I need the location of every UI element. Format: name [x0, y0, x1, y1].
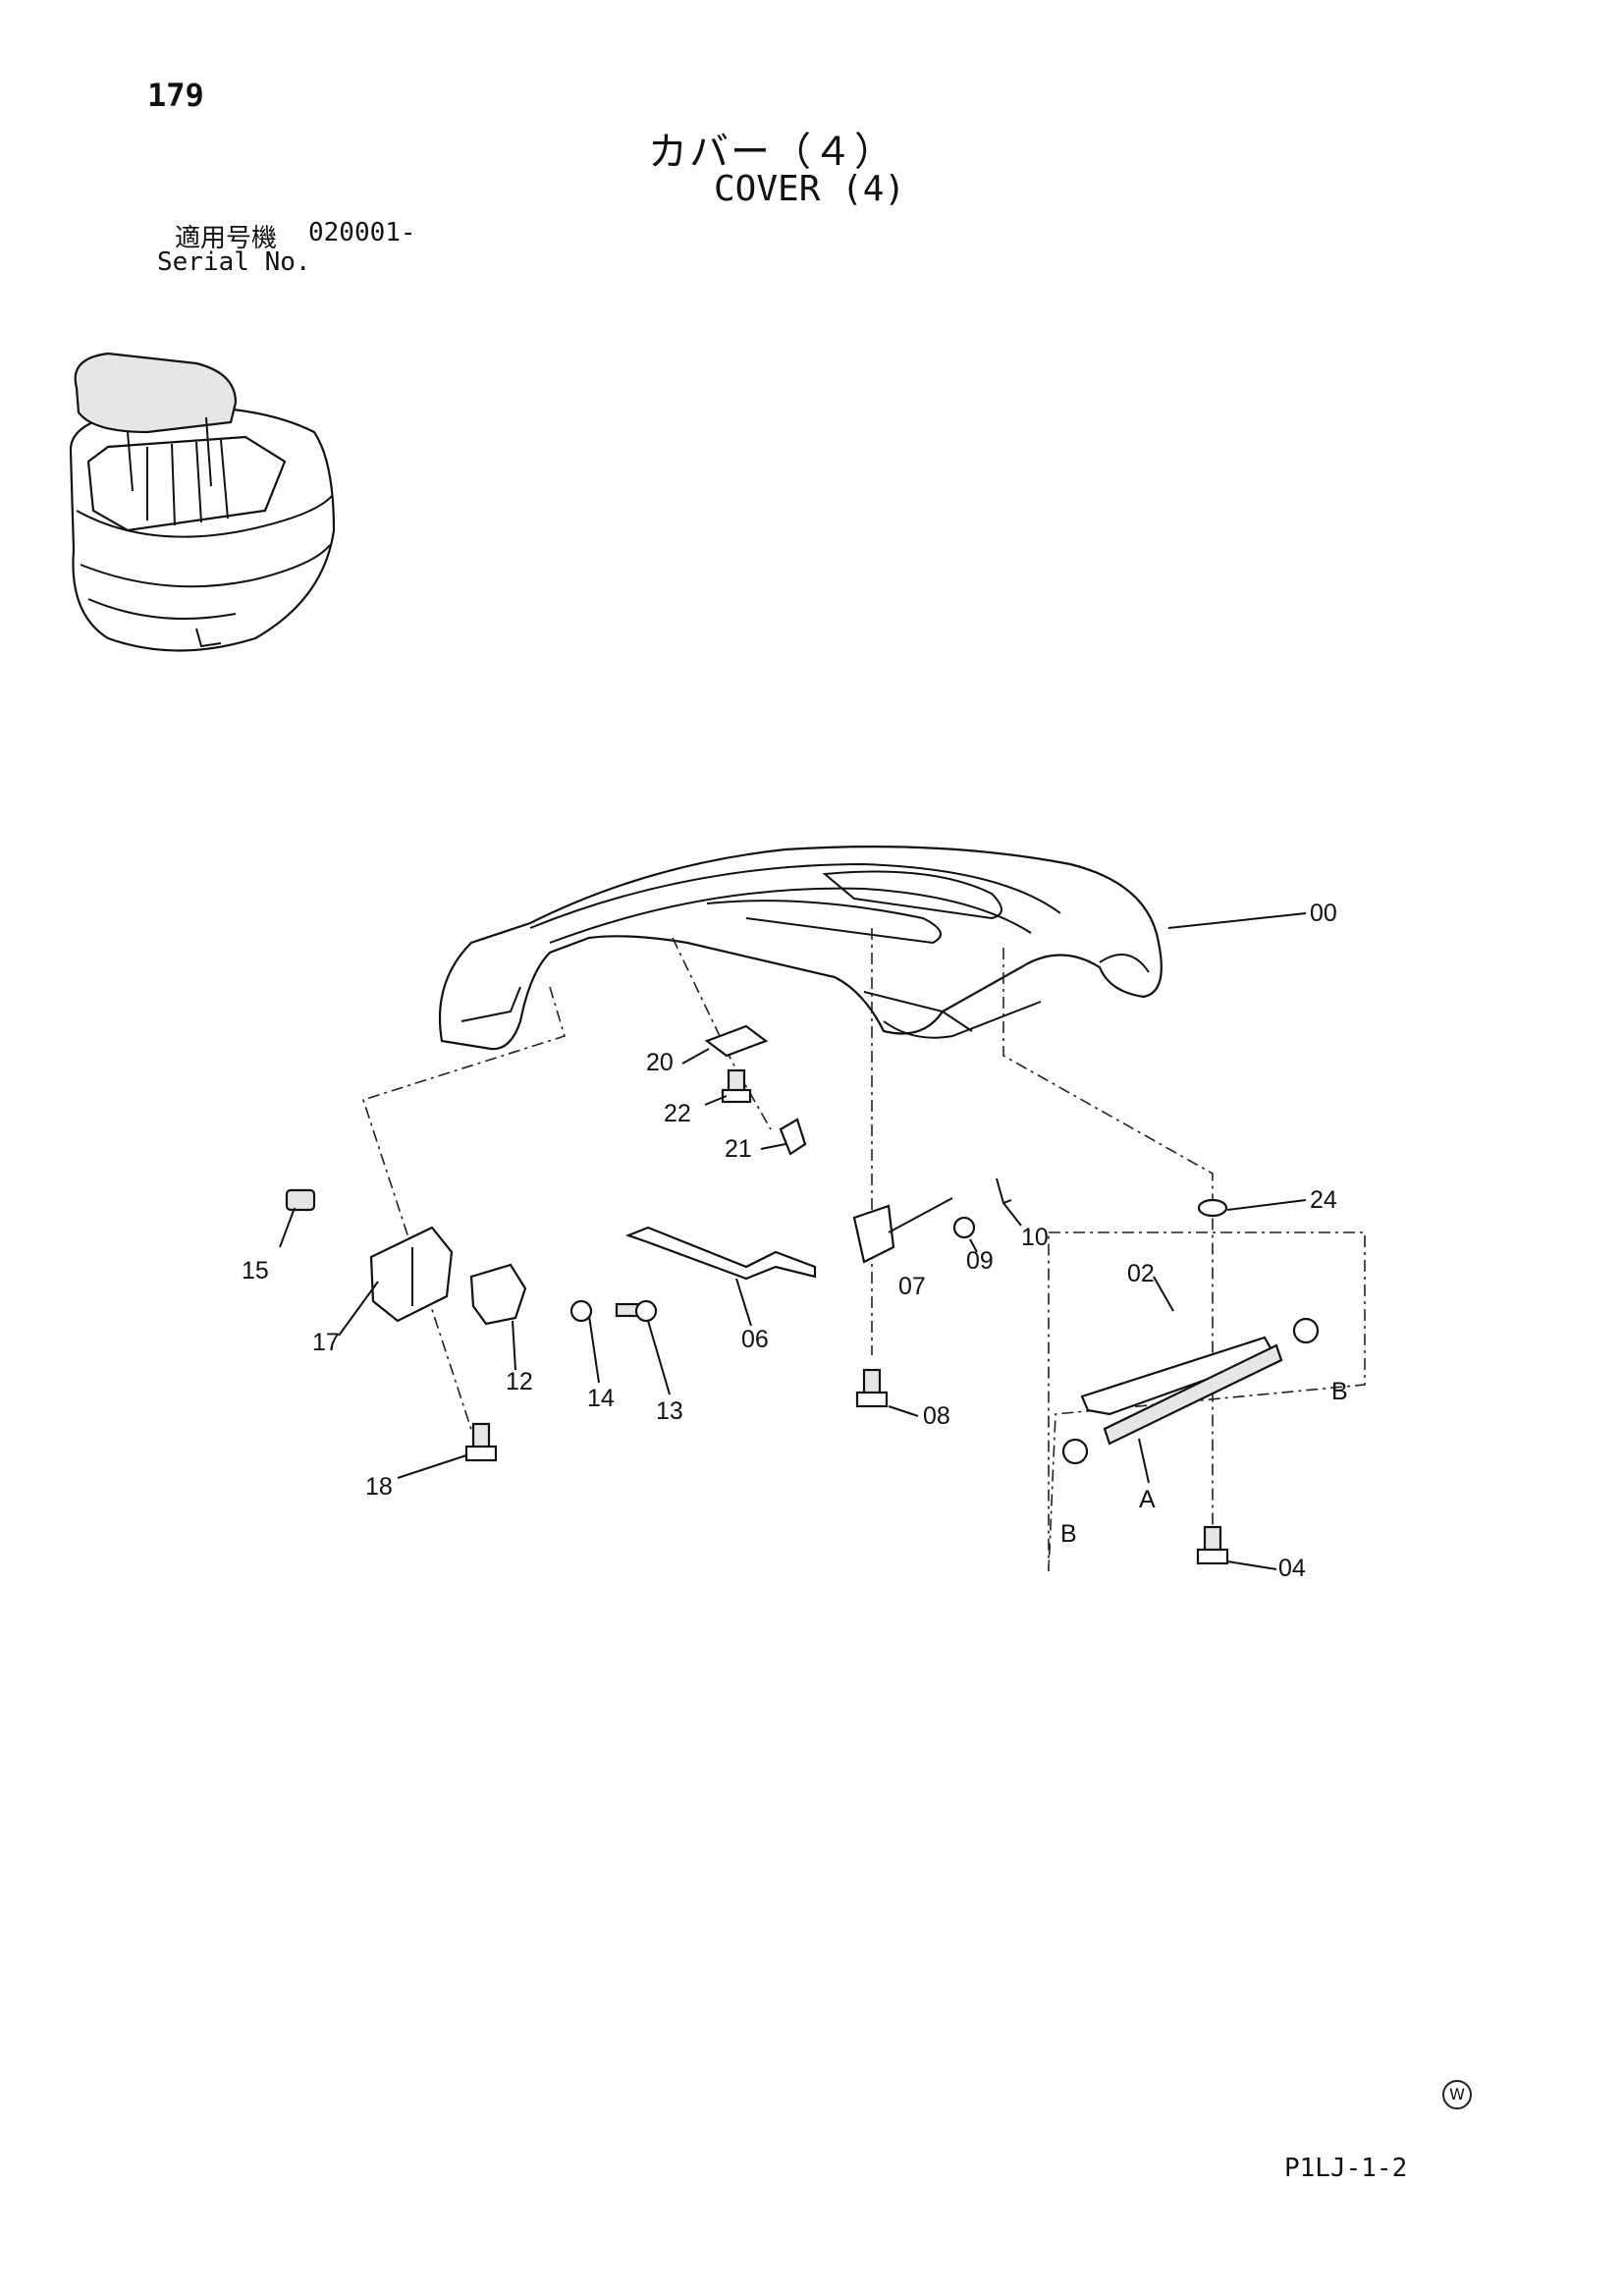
label-part-20: 20: [646, 1049, 674, 1076]
part-labels: 00 02 04 06 07 08 09 10 12 13 14 15 17 1…: [242, 900, 1348, 1582]
label-part-10: 10: [1021, 1224, 1049, 1251]
hardware-parts: [285, 1024, 1320, 1565]
label-point-b-left: B: [1060, 1520, 1077, 1548]
label-part-15: 15: [242, 1257, 269, 1285]
label-part-02: 02: [1127, 1260, 1155, 1287]
label-part-21: 21: [725, 1135, 752, 1163]
label-part-17: 17: [312, 1329, 340, 1356]
title-english: COVER (4): [714, 169, 906, 209]
page-number: 179: [147, 77, 204, 114]
label-part-08: 08: [923, 1402, 950, 1430]
label-part-09: 09: [966, 1247, 994, 1275]
document-code: P1LJ-1-2: [1284, 2154, 1408, 2183]
cover-part-00: [438, 846, 1163, 1051]
label-point-b-right: B: [1331, 1378, 1348, 1405]
serial-label-english: Serial No.: [157, 247, 311, 277]
title-japanese: カバー（４）: [648, 130, 895, 175]
label-part-12: 12: [506, 1368, 533, 1395]
label-part-18: 18: [365, 1473, 393, 1501]
label-part-07: 07: [898, 1273, 926, 1300]
label-part-04: 04: [1278, 1555, 1306, 1582]
leader-lines: [279, 912, 1307, 1570]
label-part-00: 00: [1310, 900, 1337, 927]
label-point-a: A: [1139, 1486, 1156, 1513]
label-part-06: 06: [741, 1326, 769, 1353]
label-part-22: 22: [664, 1100, 691, 1127]
label-part-13: 13: [656, 1397, 683, 1425]
serial-number-value: 020001-: [308, 218, 416, 247]
label-part-24: 24: [1310, 1186, 1337, 1214]
corner-mark-icon: W: [1442, 2080, 1472, 2109]
machine-thumbnail-illustration: [69, 352, 336, 652]
serial-label-japanese: 適用号機: [175, 224, 278, 253]
label-part-14: 14: [587, 1385, 615, 1412]
